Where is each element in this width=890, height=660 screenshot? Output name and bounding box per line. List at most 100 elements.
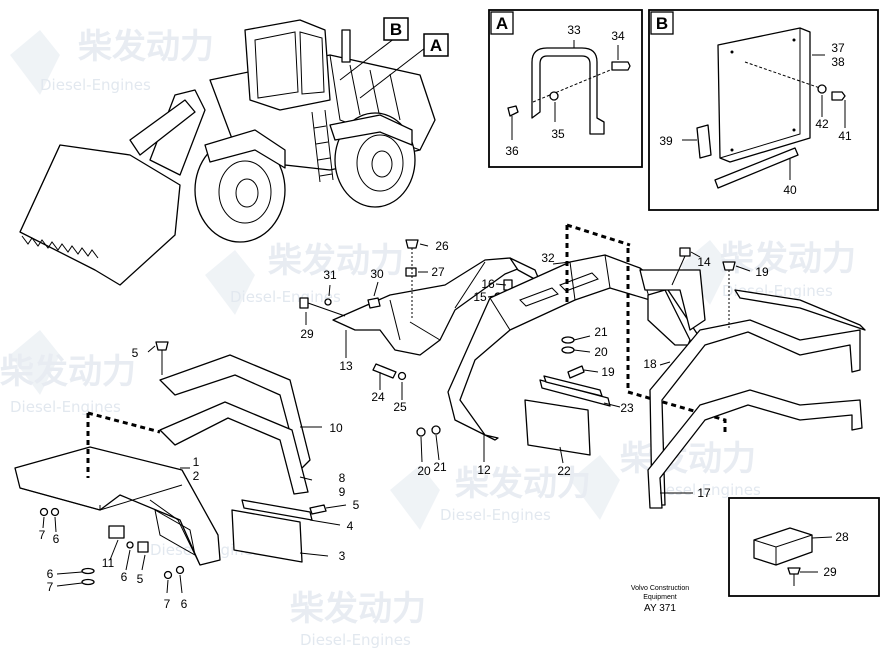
callout-6: 6 — [53, 532, 60, 546]
rear-fender-arch-inner — [647, 389, 863, 509]
watermark-brand-en: Diesel-Engines — [300, 631, 411, 649]
callout-2: 2 — [193, 469, 200, 483]
washer — [549, 91, 559, 101]
front-fender-assembly: 1 2 3 4 5 5 5 6 6 6 6 7 7 7 8 9 10 11 — [14, 341, 360, 611]
watermark-brand-cn: 柴发动力 — [290, 589, 426, 629]
callout-38: 38 — [831, 55, 845, 69]
callout-19: 19 — [755, 265, 769, 279]
watermark-brand-en: Diesel-Engines — [40, 76, 151, 94]
callout-33: 33 — [567, 23, 581, 37]
callout-39: 39 — [659, 134, 673, 148]
inset-b-title: B — [656, 14, 668, 33]
callout-35: 35 — [551, 127, 565, 141]
callout-30: 30 — [370, 267, 384, 281]
callout-32: 32 — [541, 251, 555, 265]
grab-handle — [531, 47, 605, 135]
callout-20: 20 — [594, 345, 608, 359]
publisher-footer: Volvo Construction Equipment AY 371 — [631, 585, 689, 614]
washer — [817, 84, 827, 94]
callout-10: 10 — [329, 421, 343, 435]
callout-40: 40 — [783, 183, 797, 197]
exhaust-pipe — [341, 29, 351, 63]
watermark-logo-icon — [10, 30, 730, 530]
watermark-brand-en: Diesel-Engines — [10, 398, 121, 416]
footer-company: Volvo Construction — [631, 585, 689, 592]
callout-36: 36 — [505, 144, 519, 158]
inset-a-panel: A 33 34 35 36 — [488, 9, 643, 168]
wheel-loader-illustration: B A — [19, 17, 449, 286]
callout-8: 8 — [339, 471, 346, 485]
callout-20: 20 — [417, 464, 431, 478]
nut — [507, 105, 519, 117]
callout-5: 5 — [137, 572, 144, 586]
watermark-brand-en: Diesel-Engines — [440, 506, 551, 524]
callout-7: 7 — [39, 528, 46, 542]
front-fender — [204, 129, 286, 169]
callout-6: 6 — [47, 567, 54, 581]
callout-3: 3 — [339, 549, 346, 563]
callout-5: 5 — [132, 346, 139, 360]
callout-42: 42 — [815, 117, 829, 131]
callout-9: 9 — [339, 485, 346, 499]
detail-a-reference-label: A — [430, 36, 442, 55]
watermark-brand-cn: 柴发动力 — [455, 464, 591, 504]
callout-21: 21 — [594, 325, 608, 339]
detail-b-reference-label: B — [390, 20, 402, 39]
cover-plate — [717, 27, 811, 163]
callout-27: 27 — [431, 265, 445, 279]
callout-28: 28 — [835, 530, 849, 544]
callout-21: 21 — [433, 460, 447, 474]
callout-4: 4 — [347, 519, 354, 533]
rear-mud-flap — [524, 399, 591, 456]
inset-rubber-block-panel: 28 29 — [728, 497, 880, 597]
inset-a-title: A — [496, 14, 508, 33]
rear-fender-assembly: 32 14 19 19 21 20 23 22 12 20 21 18 17 — [416, 223, 866, 509]
callout-7: 7 — [47, 580, 54, 594]
bolt — [831, 91, 846, 101]
callout-31: 31 — [323, 268, 337, 282]
watermark-brand-cn: 柴发动力 — [620, 439, 756, 479]
callout-34: 34 — [611, 29, 625, 43]
detail-a-reference — [423, 33, 449, 57]
bolt — [611, 61, 631, 71]
callout-29: 29 — [300, 327, 314, 341]
callout-6: 6 — [121, 570, 128, 584]
fender-bracket-lower — [159, 401, 309, 495]
callout-13: 13 — [339, 359, 353, 373]
callout-23: 23 — [620, 401, 634, 415]
bucket — [19, 144, 181, 286]
operator-cab — [244, 19, 331, 111]
callout-37: 37 — [831, 41, 845, 55]
callout-26: 26 — [435, 239, 449, 253]
callout-17: 17 — [697, 486, 711, 500]
callout-41: 41 — [838, 129, 852, 143]
callout-14: 14 — [697, 255, 711, 269]
footer-division: Equipment — [643, 594, 677, 601]
watermark-brand-cn: 柴发动力 — [720, 239, 856, 279]
watermark-brand-en: Diesel-Engines — [230, 288, 341, 306]
mounting-bracket — [332, 257, 521, 356]
rubber-buffer — [753, 527, 813, 566]
callout-18: 18 — [643, 357, 657, 371]
callout-29: 29 — [823, 565, 837, 579]
callout-16: 16 — [481, 277, 495, 291]
callout-22: 22 — [557, 464, 571, 478]
callout-1: 1 — [193, 455, 200, 469]
callout-12: 12 — [477, 463, 491, 477]
callout-15: 15 — [473, 290, 487, 304]
callout-6: 6 — [181, 597, 188, 611]
seal-strip — [714, 147, 799, 189]
watermark-brand-cn: 柴发动力 — [78, 27, 214, 67]
illustration-id: AY 371 — [644, 603, 676, 614]
detail-b-reference — [383, 17, 409, 41]
inset-b-panel: B 37 38 39 40 41 42 — [648, 9, 879, 211]
callout-24: 24 — [371, 390, 385, 404]
rubber-block — [696, 124, 712, 159]
callout-19: 19 — [601, 365, 615, 379]
fender-mounting-bracket: 26 27 29 30 31 13 24 25 15 16 — [299, 239, 541, 414]
callout-7: 7 — [164, 597, 171, 611]
watermark-brand-cn: 柴发动力 — [0, 352, 136, 392]
bucket-teeth — [21, 235, 99, 259]
mud-flap — [231, 509, 303, 563]
